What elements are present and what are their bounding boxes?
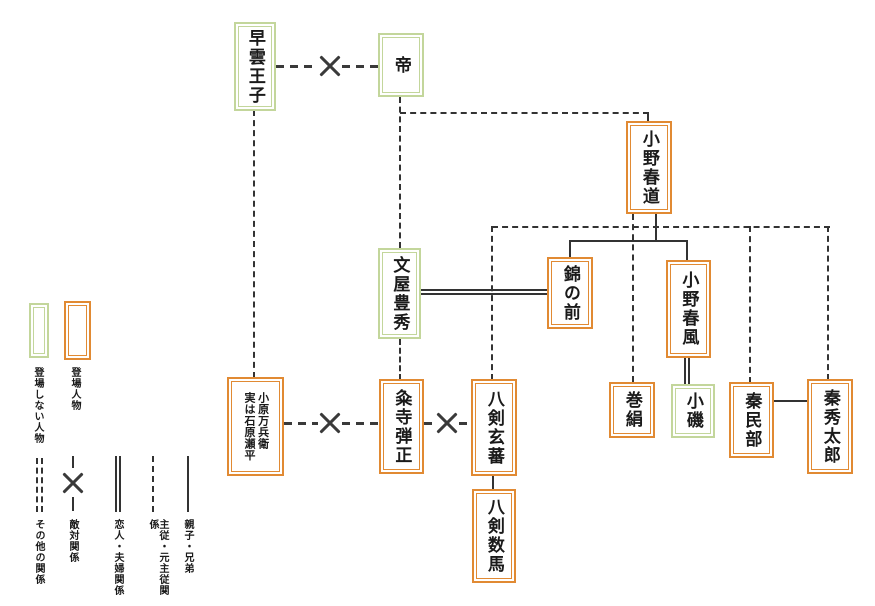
character-name: 文屋豊秀 <box>390 255 410 332</box>
legend-sample-couple <box>115 456 121 512</box>
line-harumichi-children-rail <box>570 240 688 242</box>
character-name: 帝 <box>391 55 411 75</box>
legend-sample-master-servant <box>152 456 154 512</box>
legend-sample-other-relation <box>36 458 43 512</box>
character-alias: 実は石原瀬平 <box>243 392 255 461</box>
x-icon-legend <box>61 471 85 495</box>
character-box-hata-hidetaro: 秦秀太郎 <box>807 379 853 474</box>
character-name: 秦秀太郎 <box>820 388 840 465</box>
character-box-nishiki-no-mae: 錦の前 <box>547 257 593 329</box>
character-box-bunya-toyohide: 文屋豊秀 <box>378 248 421 339</box>
character-box-yatsurugi-kazuma: 八剣数馬 <box>472 489 516 583</box>
line-rail-hidetaro <box>827 226 829 380</box>
legend-label-hostile: 敵対関係 <box>67 519 78 563</box>
line-hayakumo-mikado-right <box>342 65 378 68</box>
line-mikado-harumichi-h <box>400 112 649 114</box>
line-harumichi-children-stem <box>655 214 657 241</box>
line-harukaze-koiso <box>684 358 690 384</box>
line-hayakumo-kohara <box>253 110 255 378</box>
legend-sample-parent-child <box>187 456 189 512</box>
line-rail-genba <box>491 226 493 380</box>
legend-label-parent-child: 親子・兄弟 <box>182 519 193 574</box>
character-name: 錦の前 <box>560 264 580 322</box>
line-hayakumo-mikado-left <box>276 65 318 68</box>
character-name: 巻絹 <box>622 391 642 429</box>
character-name: 八剣数馬 <box>484 498 504 574</box>
character-box-mikado: 帝 <box>378 33 424 97</box>
x-icon-kohara-kumedera <box>318 411 342 435</box>
character-name: 八剣玄蕃 <box>484 389 504 466</box>
character-name: 小野春風 <box>679 271 699 347</box>
character-box-koiso: 小磯 <box>671 384 715 438</box>
legend-label-other-relation: その他の関係 <box>33 519 44 585</box>
legend-sample-hostile-bottom <box>72 497 74 511</box>
line-mikado-bunya <box>399 97 401 248</box>
character-box-kohara-manbei: 小原万兵衛 実は石原瀬平 <box>227 377 284 476</box>
line-kohara-kumedera-left <box>284 422 318 425</box>
x-icon-hayakumo-mikado <box>318 54 342 78</box>
character-box-ono-harukaze: 小野春風 <box>666 260 711 358</box>
line-rail-minbu <box>749 226 751 383</box>
line-children-harukaze <box>686 240 688 261</box>
legend-sample-hostile-top <box>72 456 74 468</box>
line-minbu-hidetaro <box>773 400 807 402</box>
legend-label-couple: 恋人・夫婦関係 <box>112 519 123 596</box>
character-box-hayakumo-oji: 早雲王子 <box>234 22 276 111</box>
line-kohara-kumedera-right <box>342 422 380 425</box>
line-harumichi-makiginu <box>632 214 634 382</box>
character-box-makiginu: 巻絹 <box>609 382 655 438</box>
character-name: 早雲王子 <box>245 28 265 105</box>
character-box-kumedera-danjo: 粂寺弾正 <box>379 379 424 474</box>
character-name: 秦民部 <box>742 391 762 449</box>
character-name: 粂寺弾正 <box>392 388 412 465</box>
line-bunya-kumedera <box>399 339 401 380</box>
legend-not-appearing-label: 登場しない人物 <box>32 367 43 444</box>
character-name: 小原万兵衛 <box>256 392 269 450</box>
line-kumedera-genba-right <box>459 422 471 425</box>
line-genba-kazuma <box>492 476 494 490</box>
character-box-hata-minbu: 秦民部 <box>729 382 774 458</box>
character-box-yatsurugi-genba: 八剣玄蕃 <box>471 379 517 476</box>
legend-appearing-box <box>64 301 91 360</box>
line-bunya-nishiki <box>421 289 547 295</box>
legend-appearing-label: 登場人物 <box>69 367 80 411</box>
x-icon-kumedera-genba <box>435 411 459 435</box>
character-box-ono-harumichi: 小野春道 <box>626 121 672 214</box>
line-kumedera-genba-left <box>424 422 436 425</box>
legend-not-appearing-box <box>29 303 49 358</box>
character-name: 小野春道 <box>639 129 659 206</box>
line-mikado-harumichi-v <box>647 112 649 122</box>
character-name: 小磯 <box>683 392 703 430</box>
legend-label-master-servant: 主従・元主従関係 <box>147 519 168 596</box>
line-children-nishiki <box>569 240 571 258</box>
line-retainer-rail <box>492 226 830 228</box>
